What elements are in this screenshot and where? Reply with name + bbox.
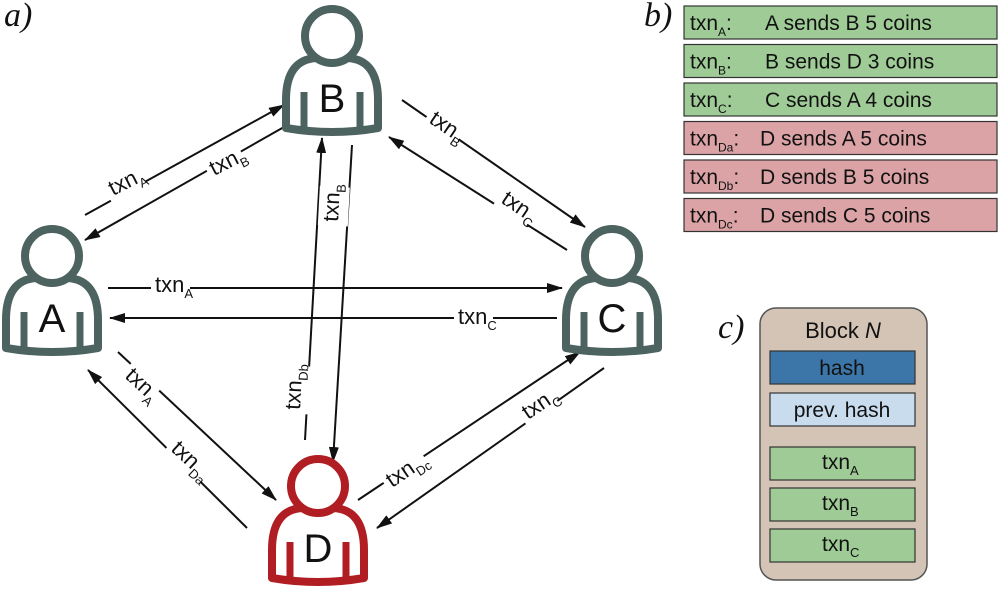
edge-d-to-a: txnDa [87, 369, 248, 529]
network-nodes: A B C D [2, 5, 662, 586]
transaction-row-bg [683, 120, 998, 156]
edge-label-group: txnB [201, 142, 252, 187]
block-prev-hash-bg [769, 392, 916, 427]
transaction-row-bg [683, 43, 998, 79]
edge-label-group: txnC [491, 183, 541, 231]
edge-label-group: txnC [513, 383, 565, 431]
edge-label-bg [317, 186, 350, 227]
block-txn-bg [769, 446, 916, 481]
edge-label-bg [377, 446, 435, 499]
panel-b-label: b) [644, 0, 672, 34]
edge-label-bg [160, 432, 216, 488]
edge-label-bg [491, 183, 541, 230]
transaction-row-bg [683, 5, 998, 40]
edge-label-group: txnA [151, 272, 193, 302]
transaction-row: txnA:A sends B 5 coins [683, 5, 998, 40]
edge-label-group: txnA [100, 162, 151, 207]
user-body-icon [562, 274, 662, 356]
transaction-row-bg [683, 197, 998, 233]
user-head-icon [301, 5, 363, 67]
user-head-icon [21, 225, 83, 287]
edge-c-to-d: txnC [376, 367, 605, 529]
user-body-icon [2, 274, 102, 356]
edge-label-bg [513, 383, 563, 431]
transaction-text: txnDa:D sends A 5 coins [690, 128, 927, 155]
edge-arrow [84, 126, 285, 241]
transaction-text: txnDb:D sends B 5 coins [690, 166, 929, 193]
transaction-text: txnC:C sends A 4 coins [690, 89, 932, 116]
block-prev-hash: prev. hash [794, 399, 891, 422]
block-txn-label: txnC [822, 533, 859, 560]
node-label: B [319, 77, 346, 121]
block-hash-bg [769, 350, 916, 385]
node-c: C [562, 225, 662, 356]
edge-b-to-d: txnB [317, 144, 353, 463]
network-edges: txnAtxnBtxnBtxnCtxnAtxnCtxnDbtxnBtxnAtxn… [84, 99, 605, 529]
node-label: D [304, 527, 333, 571]
block-title: Block N [805, 318, 881, 343]
edge-label: txnA [155, 272, 193, 301]
user-head-icon [287, 455, 349, 517]
edge-label-bg [114, 359, 164, 409]
edge-label-group: txnDb [279, 363, 313, 415]
edge-label-group: txnDa [160, 432, 216, 488]
edge-label: txnDb [280, 363, 311, 410]
edge-c-to-a: txnC [109, 304, 557, 334]
panel-a-label: a) [4, 0, 32, 34]
edge-label-bg [419, 103, 469, 150]
transaction-text: txnDc:D sends C 5 coins [690, 205, 930, 232]
user-body-icon [282, 54, 382, 136]
node-d: D [268, 455, 368, 586]
transaction-row-bg [683, 82, 998, 117]
edge-c-to-b: txnC [388, 136, 568, 251]
edge-label-bg [100, 162, 149, 207]
edge-a-to-c: txnA [108, 272, 563, 302]
edge-d-to-b: txnDb [279, 137, 327, 441]
transaction-row: txnC:C sends A 4 coins [683, 82, 998, 117]
transaction-row: txnDb:D sends B 5 coins [683, 159, 998, 194]
transaction-row: txnDc:D sends C 5 coins [683, 197, 998, 233]
edge-label-group: txnC [454, 304, 497, 334]
block-txn-label: txnA [822, 451, 859, 478]
edge-label-bg [454, 304, 493, 334]
edge-label: txnC [458, 304, 497, 333]
node-label: A [39, 297, 66, 341]
edge-label-group: txnB [317, 183, 350, 227]
edge-label-bg [279, 365, 313, 415]
node-label: C [598, 297, 627, 341]
edge-label: txnB [318, 183, 349, 222]
edge-arrow [388, 136, 568, 251]
user-head-icon [581, 225, 643, 287]
transaction-row: txnDa:D sends A 5 coins [683, 120, 998, 156]
transaction-row-bg [683, 159, 998, 194]
node-a: A [2, 225, 102, 356]
edge-arrow [376, 367, 605, 529]
transaction-text: txnA:A sends B 5 coins [690, 12, 932, 39]
panel-c-label: c) [718, 309, 744, 346]
block-txn-bg [769, 487, 916, 522]
user-body-icon [268, 504, 368, 586]
block-txn-bg [769, 528, 916, 563]
node-b: B [282, 5, 382, 136]
edge-label-bg [151, 272, 190, 302]
block-hash: hash [819, 357, 865, 380]
edge-label-bg [201, 142, 250, 187]
block-txn-label: txnB [822, 492, 859, 519]
edge-d-to-c: txnDc [357, 351, 581, 501]
transaction-row: txnB:B sends D 3 coins [683, 43, 998, 79]
transaction-list: txnA:A sends B 5 coins txnB:B sends D 3 c… [683, 5, 998, 233]
block-n: Block N hash prev. hash txnA txnB txnC [759, 307, 928, 581]
edge-label-group: txnB [419, 103, 469, 151]
transaction-text: txnB:B sends D 3 coins [690, 51, 934, 78]
edge-a-to-b: txnA [84, 104, 285, 216]
